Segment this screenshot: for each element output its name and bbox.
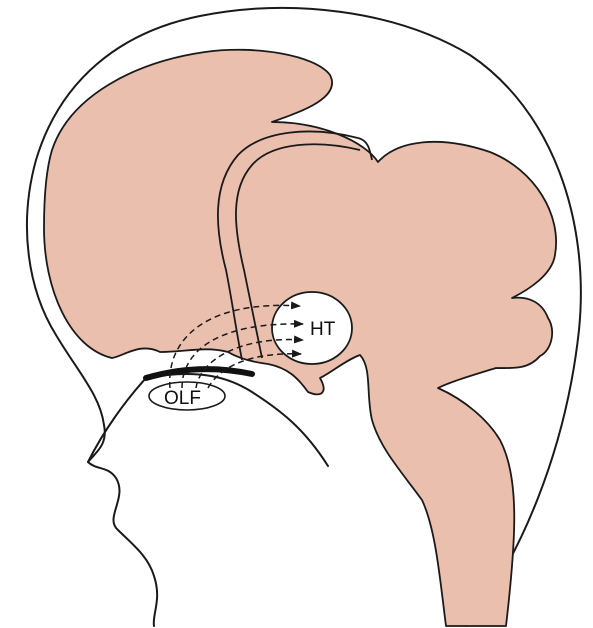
hypothalamus-label: HT <box>310 319 336 340</box>
olfactory-label: OLF <box>164 388 201 409</box>
